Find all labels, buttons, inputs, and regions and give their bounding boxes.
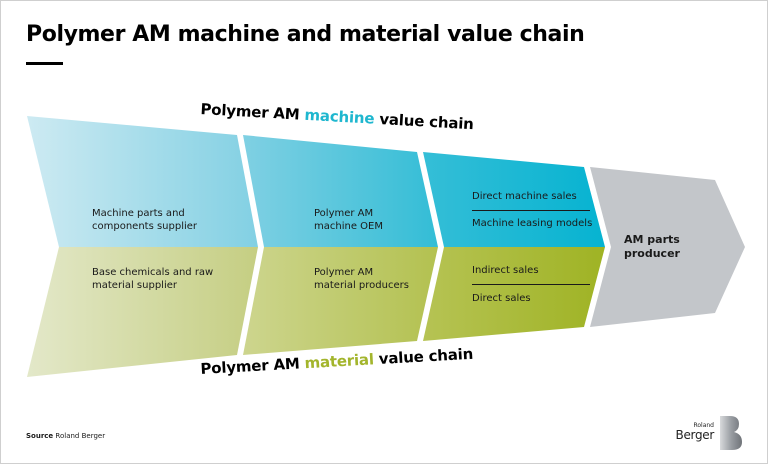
machine-stage-2-text: Polymer AM machine OEM [314, 207, 383, 233]
machine-chain-label-highlight: machine [304, 105, 375, 128]
machine-stage-1-shape [27, 116, 258, 247]
material-stage-2-line: Polymer AM [314, 267, 374, 278]
logo-small-text: Roland [693, 422, 714, 429]
machine-stage-1-line: Machine parts and [92, 208, 185, 219]
machine-sales-divider [472, 210, 590, 211]
source-note: Source Roland Berger [26, 432, 105, 440]
machine-leasing-models: Machine leasing models [472, 218, 593, 229]
machine-stage-1-text: Machine parts and components supplier [92, 207, 197, 233]
am-parts-producer-text: AM parts producer [624, 233, 680, 261]
roland-berger-logo: Roland Berger [672, 412, 744, 452]
machine-stage-3-shape [423, 152, 605, 247]
direct-machine-sales: Direct machine sales [472, 191, 577, 202]
material-stage-1-line: Base chemicals and raw [92, 267, 214, 278]
source-label: Source [26, 432, 54, 440]
source-text: Roland Berger [55, 432, 106, 440]
material-sales-divider [472, 284, 590, 285]
page-title: Polymer AM machine and material value ch… [26, 22, 585, 47]
indirect-sales: Indirect sales [472, 265, 539, 276]
material-stage-2-line: material producers [314, 280, 409, 291]
material-stage-1-line: material supplier [92, 280, 177, 291]
am-parts-producer-line: AM parts [624, 233, 680, 246]
logo-large-text: Berger [675, 428, 715, 442]
title-underline [26, 62, 63, 65]
direct-sales: Direct sales [472, 293, 531, 304]
machine-stage-1-line: components supplier [92, 221, 198, 232]
material-stage-1-text: Base chemicals and raw material supplier [92, 266, 213, 292]
machine-stage-2-line: machine OEM [314, 221, 383, 232]
material-stage-1-shape [27, 247, 258, 377]
material-stage-2-text: Polymer AM material producers [314, 266, 409, 292]
am-parts-producer-line: producer [624, 247, 680, 260]
logo-b-icon [720, 416, 742, 450]
machine-stage-2-line: Polymer AM [314, 208, 374, 219]
machine-stage-2-shape [243, 135, 438, 247]
material-stage-3-shape [423, 247, 605, 341]
am-parts-producer-shape [590, 167, 745, 327]
material-stage-2-shape [243, 247, 438, 355]
